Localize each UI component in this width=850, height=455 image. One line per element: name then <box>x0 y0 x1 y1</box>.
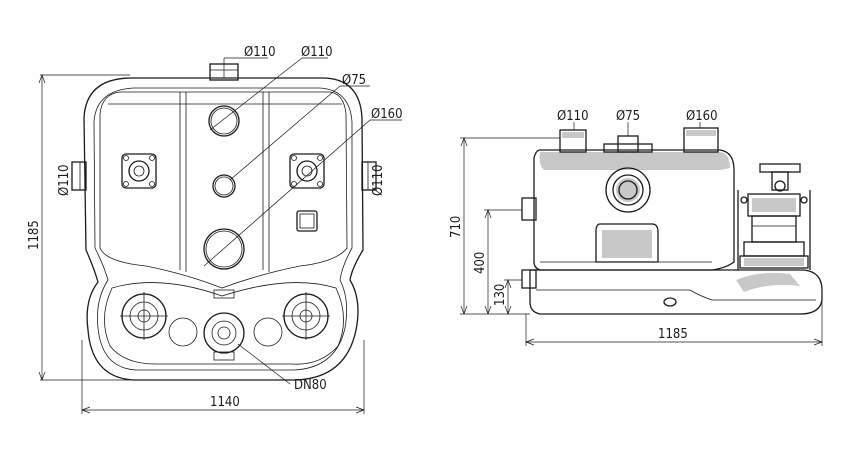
inlet-160-circle <box>203 228 245 270</box>
leader-110-inlet <box>209 57 303 131</box>
inlet-160-circle-inner <box>205 230 243 268</box>
side-label-75: Ø75 <box>616 109 640 124</box>
pump-chamber <box>104 282 344 365</box>
label-left-110: Ø110 <box>57 164 72 196</box>
side-dim-130-arrows <box>504 279 512 315</box>
label-dn80: DN80 <box>294 378 327 393</box>
pump-left <box>120 292 168 340</box>
side-dim-1185-arrows <box>525 338 823 346</box>
label-inlet-160: Ø160 <box>371 107 403 122</box>
dim-height-arrows <box>38 74 46 381</box>
inlet-75-circle-inner <box>214 176 234 196</box>
side-dim-710-arrows <box>460 137 468 315</box>
leader-75 <box>229 85 341 181</box>
side-drain <box>663 297 677 307</box>
side-label-1185: 1185 <box>658 327 688 342</box>
side-round-port-inner <box>612 174 644 206</box>
side-inlet-110 <box>559 129 587 153</box>
square-port <box>296 210 318 232</box>
side-view: Ø110 Ø75 Ø160 710 400 130 1185 <box>449 109 823 346</box>
outlet-dn80 <box>203 312 245 361</box>
side-inlet-160 <box>683 127 719 153</box>
flange-right <box>289 153 325 189</box>
side-left-inlet <box>521 197 537 221</box>
label-top-110: Ø110 <box>244 45 276 60</box>
label-height: 1185 <box>27 220 42 250</box>
inlet-110-circle <box>208 105 240 137</box>
label-right-110: Ø110 <box>371 164 386 196</box>
side-base-line <box>536 289 816 301</box>
label-inlet-75: Ø75 <box>342 73 366 88</box>
side-label-400: 400 <box>473 252 488 274</box>
side-tank-top-shade <box>539 152 730 170</box>
valve-right <box>253 317 283 347</box>
center-bracket <box>213 289 235 299</box>
side-hatch <box>595 223 659 263</box>
flange-left <box>121 153 157 189</box>
leader-dn80 <box>237 343 291 385</box>
side-round-port-core <box>618 180 638 200</box>
inlet-75-circle <box>212 174 236 198</box>
upper-chamber <box>99 91 348 289</box>
right-inlet-stub <box>361 161 377 191</box>
side-label-130: 130 <box>493 284 508 306</box>
side-inlet-160-shade <box>686 130 716 136</box>
side-dim-400-arrows <box>484 209 492 315</box>
tank-inner-outline <box>93 87 353 371</box>
leader-160 <box>203 119 371 267</box>
pump-right <box>282 292 330 340</box>
side-label-710: 710 <box>449 216 464 238</box>
side-inlet-110-shade <box>562 132 584 138</box>
label-width: 1140 <box>210 395 240 410</box>
left-inlet-stub <box>71 161 87 191</box>
dim-width-arrows <box>81 406 365 414</box>
side-base <box>529 269 823 315</box>
top-view: Ø110 Ø110 Ø75 Ø160 DN80 1140 1185 Ø110 Ø… <box>27 45 403 414</box>
side-round-port <box>605 167 651 213</box>
side-base-shade <box>736 272 800 292</box>
side-label-160: Ø160 <box>686 109 718 124</box>
valve-assembly <box>737 163 811 270</box>
square-port-inner <box>299 213 315 229</box>
side-inlet-75-base <box>603 143 653 153</box>
side-left-outlet <box>521 269 537 289</box>
label-inlet-110: Ø110 <box>301 45 333 60</box>
side-hatch-shade <box>602 230 652 258</box>
inlet-110-circle-inner <box>210 107 238 135</box>
tank-outline <box>83 77 364 381</box>
valve-left <box>168 317 198 347</box>
side-label-110: Ø110 <box>557 109 589 124</box>
